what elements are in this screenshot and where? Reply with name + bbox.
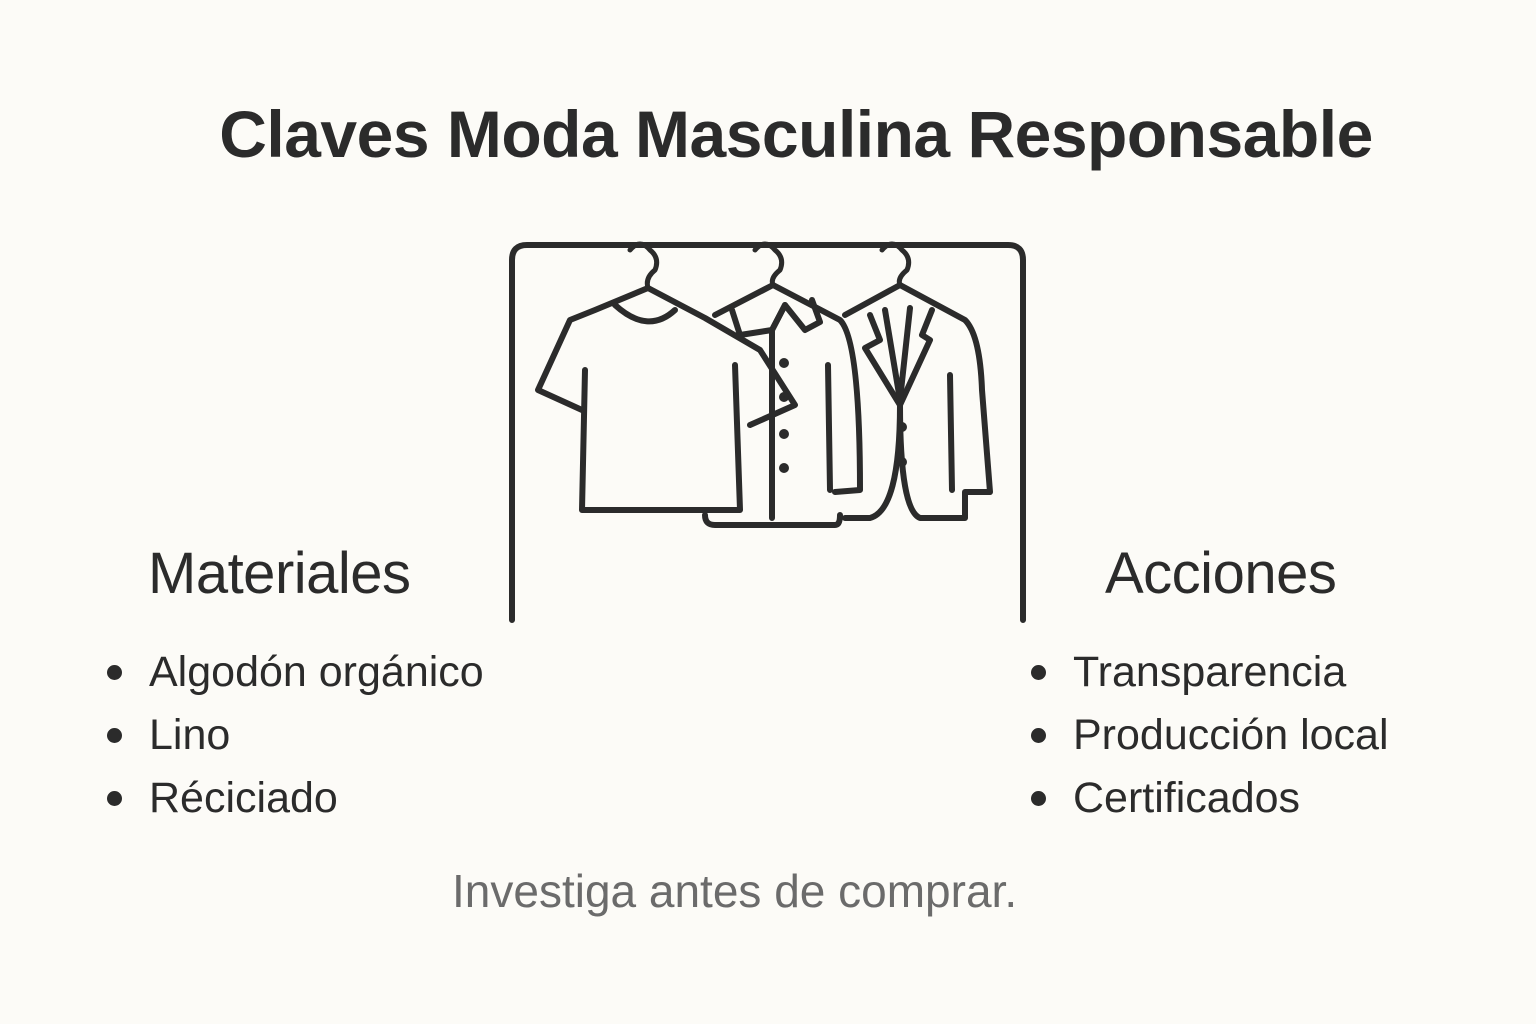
list-item-label: Lino (149, 711, 231, 759)
bullet-icon (107, 665, 122, 680)
list-item-label: Producción local (1073, 711, 1389, 759)
actions-heading: Acciones (1105, 541, 1337, 606)
list-item: Certificados (1031, 767, 1389, 830)
list-item: Transparencia (1031, 641, 1389, 704)
list-item-label: Algodón orgánico (149, 648, 484, 696)
materials-heading: Materiales (148, 541, 411, 606)
tagline: Investiga antes de comprar. (452, 865, 1018, 917)
list-item-label: Transparencia (1073, 648, 1347, 696)
bullet-icon (107, 728, 122, 743)
bullet-icon (1031, 665, 1046, 680)
materials-list: Algodón orgánico Lino Réciciado (107, 641, 484, 830)
bullet-icon (107, 791, 122, 806)
list-item: Réciciado (107, 767, 484, 830)
list-item: Lino (107, 704, 484, 767)
list-item-label: Certificados (1073, 774, 1301, 822)
clothing-rack-icon (509, 241, 1026, 623)
list-item: Producción local (1031, 704, 1389, 767)
t-shirt-icon (535, 241, 798, 513)
shirt-icon (702, 241, 863, 528)
bullet-icon (1031, 791, 1046, 806)
actions-list: Transparencia Producción local Certifica… (1031, 641, 1389, 830)
page-title: Claves Moda Masculina Responsable (219, 97, 1373, 171)
list-item-label: Réciciado (149, 774, 338, 822)
blazer-icon (842, 241, 993, 521)
list-item: Algodón orgánico (107, 641, 484, 704)
bullet-icon (1031, 728, 1046, 743)
